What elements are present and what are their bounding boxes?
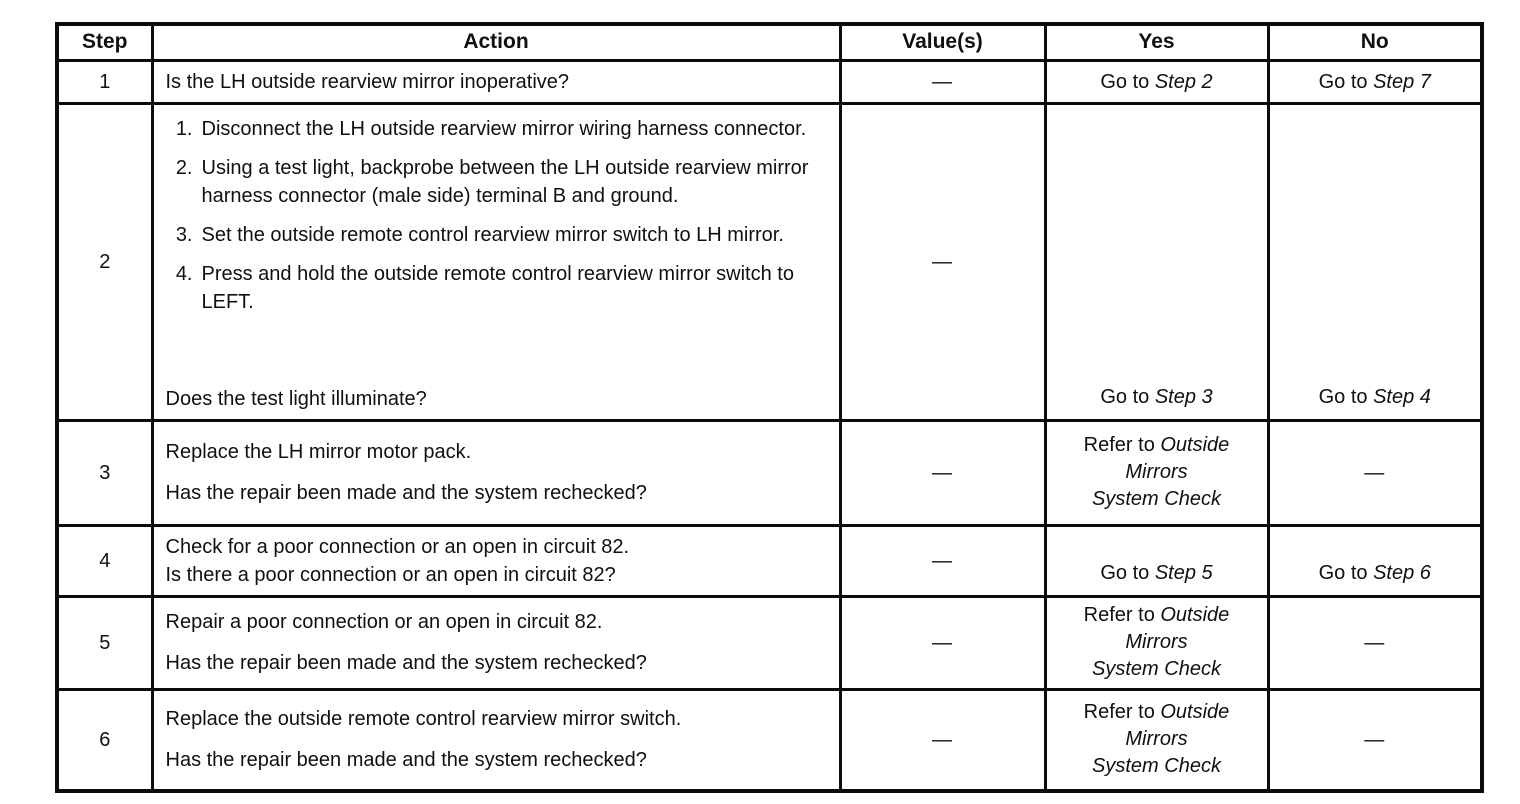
item-text: Disconnect the LH outside rearview mirro… [201, 117, 807, 140]
header-row: Step Action Value(s) Yes No [55, 22, 1484, 62]
item-number: 2. [175, 156, 193, 179]
col-header-no: No [1266, 22, 1484, 62]
refer-prefix: Refer to [1083, 604, 1161, 626]
refer-text: Refer to Outside Mirrors System Check [1048, 432, 1265, 513]
system-check-reference: Outside [1160, 701, 1230, 724]
no-cell: — [1266, 594, 1484, 691]
no-cell: Go to Step 4 [1266, 101, 1484, 422]
goto-text: Go to [1100, 561, 1155, 584]
action-question: Has the repair been made and the system … [165, 482, 647, 504]
goto-text: Go to [1318, 561, 1374, 584]
action-question: Has the repair been made and the system … [165, 652, 647, 674]
diagnostic-table: Step Action Value(s) Yes No 1 Is the LH … [55, 22, 1484, 793]
action-question: Has the repair been made and the system … [165, 749, 647, 772]
action-item: 2. Using a test light, backprobe between… [166, 154, 829, 210]
refer-prefix: Refer to [1083, 434, 1161, 456]
col-header-action: Action [150, 22, 842, 62]
step-number: 5 [55, 594, 154, 691]
refer-text: Refer to Outside Mirrors System Check [1048, 699, 1265, 780]
system-check-reference: System Check [1092, 755, 1221, 778]
action-line: Check for a poor connection or an open i… [165, 535, 630, 558]
goto-text: Go to [1318, 70, 1374, 93]
goto-text: Go to [1100, 385, 1155, 408]
table-row-step-5: 5 Repair a poor connection or an open in… [55, 594, 1484, 691]
no-cell: — [1266, 687, 1484, 793]
refer-prefix: Refer to [1083, 701, 1161, 724]
item-text: Set the outside remote control rearview … [201, 223, 784, 246]
col-header-yes: Yes [1043, 22, 1270, 62]
system-check-reference: Outside [1160, 434, 1230, 456]
action-line: Repair a poor connection or an open in c… [165, 611, 603, 633]
value-cell: — [838, 594, 1047, 691]
yes-cell: Go to Step 3 [1043, 101, 1270, 422]
yes-cell: Refer to Outside Mirrors System Check [1043, 594, 1270, 691]
value-cell: — [838, 58, 1047, 105]
value-cell: — [838, 101, 1047, 422]
action-cell: Is the LH outside rearview mirror inoper… [150, 58, 842, 105]
action-item: 3. Set the outside remote control rearvi… [166, 221, 829, 249]
no-cell: Go to Step 7 [1266, 58, 1484, 105]
step-reference: Step 5 [1154, 561, 1213, 584]
action-cell: Repair a poor connection or an open in c… [150, 594, 842, 691]
action-question: Is there a poor connection or an open in… [165, 563, 616, 586]
table-row-step-2: 2 1. Disconnect the LH outside rearview … [55, 101, 1484, 422]
action-cell: Check for a poor connection or an open i… [150, 523, 842, 598]
step-number: 3 [55, 418, 154, 527]
step-reference: Step 4 [1373, 385, 1431, 408]
action-question: Does the test light illuminate? [165, 387, 427, 410]
no-cell: Go to Step 6 [1266, 523, 1484, 598]
action-steps-list: 1. Disconnect the LH outside rearview mi… [166, 111, 829, 413]
yes-cell: Refer to Outside Mirrors System Check [1043, 687, 1270, 793]
system-check-reference: Outside [1160, 604, 1230, 626]
item-number: 3. [175, 223, 193, 246]
value-cell: — [838, 687, 1047, 793]
step-reference: Step 3 [1154, 385, 1213, 408]
step-number: 4 [55, 523, 154, 598]
step-reference: Step 7 [1373, 70, 1431, 93]
action-line: Replace the LH mirror motor pack. [165, 441, 472, 463]
item-number: 1. [175, 117, 193, 140]
table-row-step-1: 1 Is the LH outside rearview mirror inop… [55, 58, 1484, 105]
item-number: 4. [175, 262, 193, 285]
system-check-reference: Mirrors [1125, 631, 1188, 653]
action-line: Replace the outside remote control rearv… [165, 708, 682, 731]
action-cell: Replace the outside remote control rearv… [150, 687, 842, 793]
col-header-values: Value(s) [838, 22, 1047, 62]
no-cell: — [1266, 418, 1484, 527]
yes-cell: Refer to Outside Mirrors System Check [1043, 418, 1270, 527]
value-cell: — [838, 418, 1047, 527]
system-check-reference: System Check [1092, 488, 1221, 510]
action-cell: Replace the LH mirror motor pack. Has th… [150, 418, 842, 527]
action-cell: 1. Disconnect the LH outside rearview mi… [150, 101, 842, 422]
action-item: 4. Press and hold the outside remote con… [166, 260, 829, 316]
yes-cell: Go to Step 5 [1043, 523, 1270, 598]
item-text: Using a test light, backprobe between th… [201, 156, 809, 207]
system-check-reference: System Check [1092, 658, 1221, 680]
step-number: 6 [55, 687, 154, 793]
action-question: Is the LH outside rearview mirror inoper… [165, 70, 570, 93]
step-number: 2 [55, 101, 154, 422]
goto-text: Go to [1318, 385, 1374, 408]
system-check-reference: Mirrors [1125, 728, 1188, 751]
step-number: 1 [55, 58, 154, 105]
step-reference: Step 2 [1154, 70, 1213, 93]
yes-cell: Go to Step 2 [1043, 58, 1270, 105]
action-item: 1. Disconnect the LH outside rearview mi… [166, 115, 829, 143]
value-cell: — [838, 523, 1047, 598]
system-check-reference: Mirrors [1125, 461, 1188, 483]
table-row-step-6: 6 Replace the outside remote control rea… [55, 687, 1484, 793]
col-header-step: Step [55, 22, 154, 62]
step-reference: Step 6 [1373, 561, 1431, 584]
refer-text: Refer to Outside Mirrors System Check [1048, 602, 1265, 683]
table-row-step-3: 3 Replace the LH mirror motor pack. Has … [55, 418, 1484, 527]
goto-text: Go to [1100, 70, 1155, 93]
item-text: Press and hold the outside remote contro… [201, 262, 794, 313]
table-row-step-4: 4 Check for a poor connection or an open… [55, 523, 1484, 598]
